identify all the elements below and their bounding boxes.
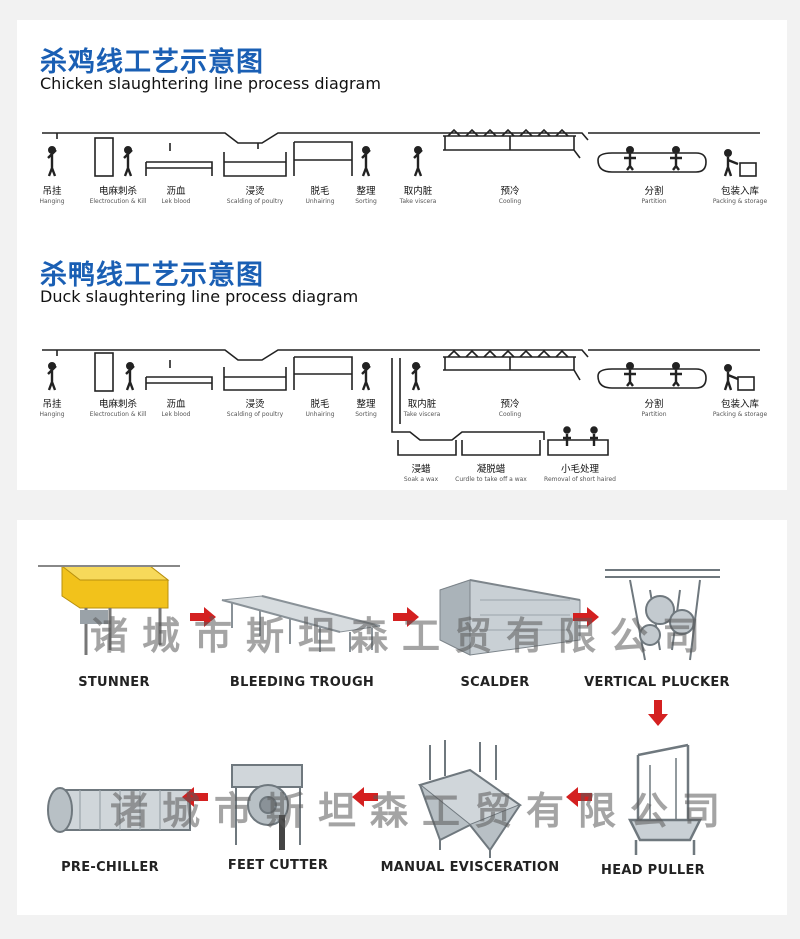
left-arrow-icon	[182, 787, 208, 807]
duck-step-packing-cn: 包装入库	[720, 399, 760, 410]
feet-cutter-label: FEET CUTTER	[227, 858, 329, 873]
chicken-step-packing-en: Packing & storage	[712, 198, 768, 205]
chicken-step-electrocution-cn: 电麻刺杀	[98, 186, 138, 197]
chicken-step-viscera-cn: 取内脏	[403, 186, 433, 197]
duck-wax-soak-en: Soak a wax	[403, 476, 439, 483]
duck-step-electrocution-en: Electrocution & Kill	[89, 411, 147, 418]
chicken-step-unhairing-en: Unhairing	[305, 198, 335, 205]
duck-step-hanging-cn: 吊挂	[42, 399, 62, 410]
duck-title-cn: 杀鸭线工艺示意图	[40, 260, 264, 291]
chicken-step-partition-en: Partition	[641, 198, 667, 205]
duck-step-scalding-en: Scalding of poultry	[226, 411, 284, 418]
chicken-title-en: Chicken slaughtering line process diagra…	[40, 74, 381, 93]
chicken-step-packing-cn: 包装入库	[720, 186, 760, 197]
duck-wax-short-hair-cn: 小毛处理	[560, 464, 600, 475]
chicken-step-scalding-en: Scalding of poultry	[226, 198, 284, 205]
watermark-top: 诸城市斯坦森工贸有限公司	[90, 613, 715, 658]
chicken-step-scalding-cn: 浸烫	[245, 186, 265, 197]
duck-step-sorting-cn: 整理	[356, 399, 376, 410]
duck-step-partition-cn: 分割	[644, 399, 664, 410]
chicken-step-partition-cn: 分割	[644, 186, 664, 197]
manual-evisceration-label: MANUAL EVISCERATION	[380, 860, 560, 875]
down-arrow-icon	[648, 700, 668, 726]
duck-wax-curdle-cn: 凝脱蜡	[476, 464, 506, 475]
chicken-step-sorting-cn: 整理	[356, 186, 376, 197]
stunner-label: STUNNER	[78, 675, 150, 690]
chicken-step-hanging-en: Hanging	[39, 198, 65, 205]
duck-step-cooling-en: Cooling	[498, 411, 522, 418]
right-arrow-icon	[190, 607, 216, 627]
chicken-step-lek-blood-en: Lek blood	[161, 198, 191, 205]
duck-step-unhairing-en: Unhairing	[305, 411, 335, 418]
chicken-step-cooling-cn: 预冷	[500, 186, 520, 197]
chicken-step-lek-blood-cn: 沥血	[166, 186, 186, 197]
pre-chiller-label: PRE-CHILLER	[61, 860, 159, 875]
chicken-title-cn: 杀鸡线工艺示意图	[40, 47, 264, 78]
chicken-step-hanging-cn: 吊挂	[42, 186, 62, 197]
left-arrow-icon	[566, 787, 592, 807]
duck-step-unhairing-cn: 脱毛	[310, 399, 330, 410]
vertical-plucker-label: VERTICAL PLUCKER	[584, 675, 730, 690]
head-puller-label: HEAD PULLER	[601, 863, 705, 878]
duck-title-en: Duck slaughtering line process diagram	[40, 287, 359, 306]
right-arrow-icon	[573, 607, 599, 627]
chicken-line-drawing	[42, 128, 760, 177]
left-arrow-icon	[352, 787, 378, 807]
bleeding-trough-label: BLEEDING TROUGH	[229, 675, 375, 690]
right-arrow-icon	[393, 607, 419, 627]
duck-step-packing-en: Packing & storage	[712, 411, 768, 418]
chicken-step-sorting-en: Sorting	[355, 198, 377, 205]
scalder-label: SCALDER	[460, 675, 530, 690]
process-diagram-panel	[17, 20, 787, 490]
duck-step-lek-blood-cn: 沥血	[166, 399, 186, 410]
duck-step-viscera-cn: 取内脏	[407, 399, 437, 410]
chicken-step-unhairing-cn: 脱毛	[310, 186, 330, 197]
chicken-step-electrocution-en: Electrocution & Kill	[89, 198, 147, 205]
duck-step-scalding-cn: 浸烫	[245, 399, 265, 410]
duck-step-cooling-cn: 预冷	[500, 399, 520, 410]
chicken-step-viscera-en: Take viscera	[399, 198, 437, 205]
duck-step-partition-en: Partition	[641, 411, 667, 418]
duck-wax-curdle-en: Curdle to take off a wax	[455, 476, 527, 483]
duck-line-drawing	[42, 349, 760, 456]
duck-step-electrocution-cn: 电麻刺杀	[98, 399, 138, 410]
duck-step-viscera-en: Take viscera	[403, 411, 441, 418]
watermark-bottom: 诸城市斯坦森工贸有限公司	[110, 788, 735, 833]
duck-step-lek-blood-en: Lek blood	[161, 411, 191, 418]
duck-wax-short-hair-en: Removal of short haired	[544, 476, 616, 483]
duck-step-hanging-en: Hanging	[39, 411, 65, 418]
chicken-step-cooling-en: Cooling	[498, 198, 522, 205]
duck-wax-soak-cn: 浸蜡	[411, 464, 431, 475]
duck-step-sorting-en: Sorting	[355, 411, 377, 418]
